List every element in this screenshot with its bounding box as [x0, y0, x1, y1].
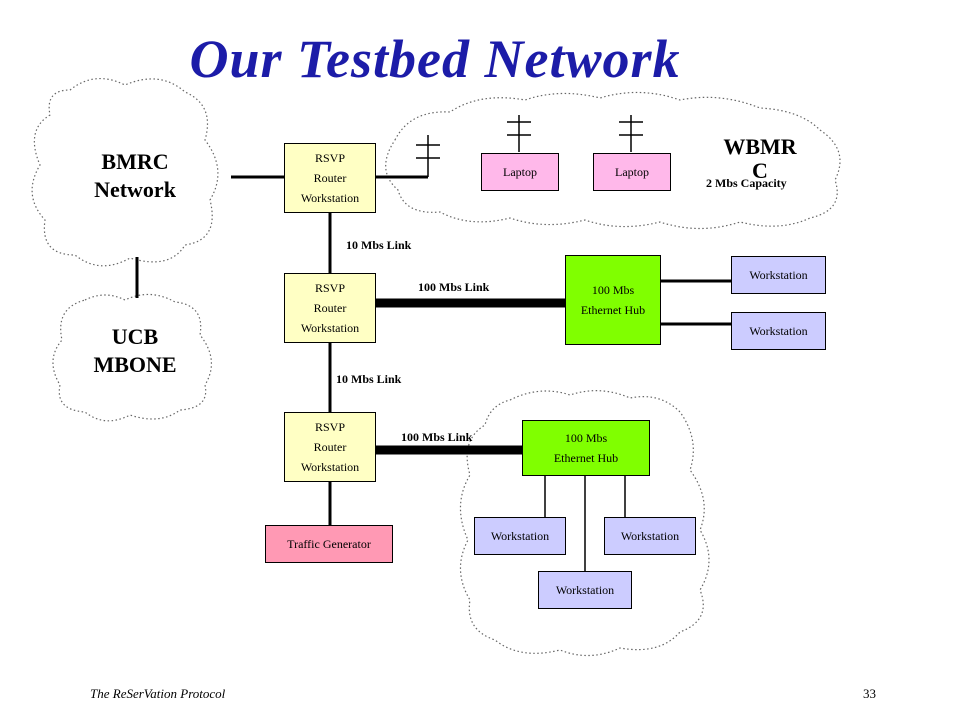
hub-label-line: Ethernet Hub: [553, 451, 619, 465]
ethernet-hub-1[interactable]: 100 Mbs Ethernet Hub: [565, 255, 661, 345]
footer-title: The ReSerVation Protocol: [90, 686, 226, 701]
router-label-line: Workstation: [300, 460, 360, 474]
hub-label-line: 100 Mbs: [564, 431, 608, 445]
bmrc-label-line1: BMRC: [101, 149, 169, 174]
router-label-line: RSVP: [314, 281, 346, 295]
link-label-router2-hub1: 100 Mbs Link: [418, 280, 490, 294]
laptop-1[interactable]: Laptop: [481, 153, 559, 191]
link-label-router2-router3: 10 Mbs Link: [336, 372, 402, 386]
bmrc-cloud-outline: [31, 78, 219, 267]
ucb-label-line2: MBONE: [93, 352, 177, 377]
hub-label-line: Ethernet Hub: [580, 303, 646, 317]
workstation-hub1-top[interactable]: Workstation: [731, 256, 826, 294]
antenna-icon: [416, 135, 440, 177]
rsvp-router-workstation-1[interactable]: RSVP Router Workstation: [284, 143, 376, 213]
lan-cloud-outline: [459, 390, 710, 657]
ucb-mbone-label: UCB MBONE: [75, 323, 195, 379]
router-label-line: RSVP: [314, 420, 346, 434]
router-label-line: Workstation: [300, 191, 360, 205]
rsvp-router-workstation-3[interactable]: RSVP Router Workstation: [284, 412, 376, 482]
router-label-line: Router: [313, 440, 347, 454]
ethernet-hub-2[interactable]: 100 Mbs Ethernet Hub: [522, 420, 650, 476]
router-label-line: RSVP: [314, 151, 346, 165]
wbmrc-label: WBMR C: [700, 133, 820, 183]
workstation-hub2-left[interactable]: Workstation: [474, 517, 566, 555]
ucb-label-line1: UCB: [111, 324, 159, 349]
antenna-icon: [507, 115, 531, 152]
page-number: 33: [863, 686, 876, 701]
router-label-line: Router: [313, 171, 347, 185]
wbmrc-cloud-outline: [385, 91, 841, 230]
workstation-hub1-bottom[interactable]: Workstation: [731, 312, 826, 350]
bmrc-network-label: BMRC Network: [75, 148, 195, 204]
link-label-router1-router2: 10 Mbs Link: [346, 238, 412, 252]
workstation-hub2-bottom[interactable]: Workstation: [538, 571, 632, 609]
link-label-router3-hub2: 100 Mbs Link: [401, 430, 473, 444]
antenna-icon: [619, 115, 643, 152]
wbmrc-label-line2: C: [752, 158, 768, 183]
rsvp-router-workstation-2[interactable]: RSVP Router Workstation: [284, 273, 376, 343]
traffic-generator[interactable]: Traffic Generator: [265, 525, 393, 563]
wbmrc-capacity-label: 2 Mbs Capacity: [706, 176, 787, 190]
router-label-line: Router: [313, 301, 347, 315]
hub-label-line: 100 Mbs: [591, 283, 635, 297]
workstation-hub2-right[interactable]: Workstation: [604, 517, 696, 555]
laptop-2[interactable]: Laptop: [593, 153, 671, 191]
router-label-line: Workstation: [300, 321, 360, 335]
bmrc-label-line2: Network: [94, 177, 176, 202]
wbmrc-label-line1: WBMR: [723, 134, 797, 159]
ucb-cloud-outline: [52, 293, 212, 422]
slide-title: Our Testbed Network: [189, 29, 681, 89]
